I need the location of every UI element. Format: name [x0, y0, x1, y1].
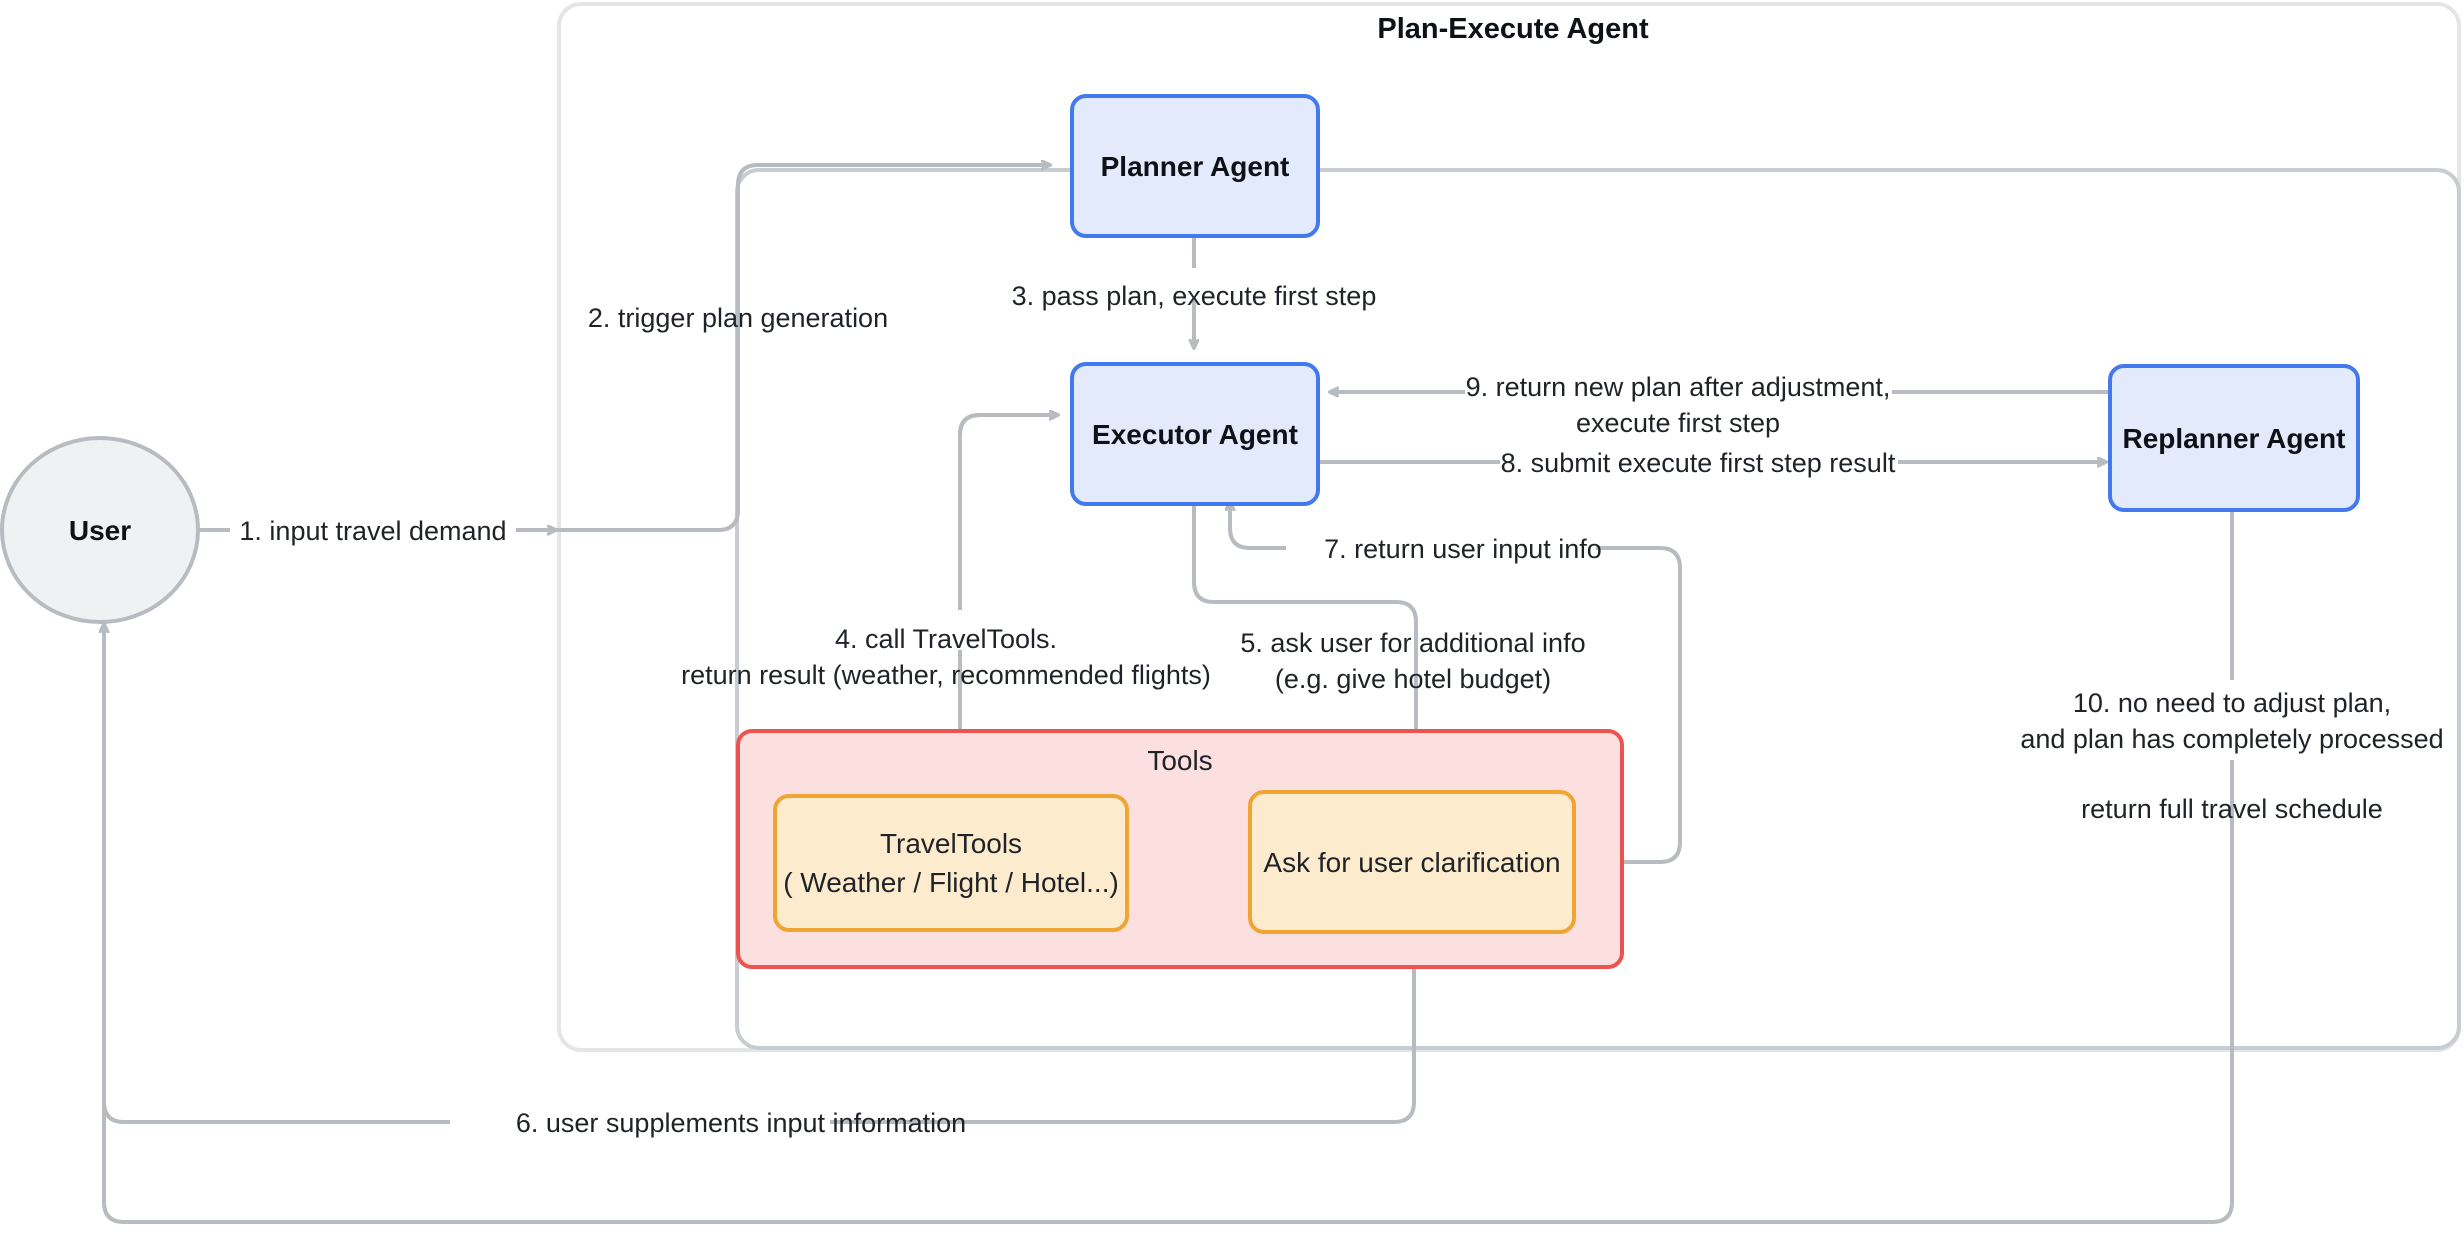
node-travel-tools-label-1: TravelTools: [880, 828, 1022, 859]
edge-8-label: 8. submit execute first step result: [1501, 448, 1896, 478]
node-travel-tools-label-2: ( Weather / Flight / Hotel...): [783, 867, 1119, 898]
node-ask-clarification[interactable]: [1248, 790, 1576, 934]
edge-10-line: [104, 512, 2234, 1224]
node-replanner-agent-label: Replanner Agent: [2123, 423, 2346, 454]
node-planner-agent-label: Planner Agent: [1101, 151, 1290, 182]
plan-execute-title: Plan-Execute Agent: [1377, 13, 1649, 45]
node-user[interactable]: [0, 436, 200, 624]
node-travel-tools[interactable]: [773, 794, 1129, 932]
node-planner-agent[interactable]: [1070, 94, 1320, 238]
edge-10-label-1: 10. no need to adjust plan,: [2073, 688, 2391, 718]
edge-1-label: 1. input travel demand: [239, 516, 506, 546]
edge-10-label-3: return full travel schedule: [2081, 794, 2383, 824]
edge-9-label-2: execute first step: [1576, 408, 1780, 438]
node-executor-agent-label: Executor Agent: [1092, 419, 1298, 450]
edge-4-line: [960, 415, 1058, 775]
edge-5-label-1: 5. ask user for additional info: [1240, 628, 1585, 658]
plan-execute-container: [735, 168, 2461, 1050]
edge-10-label-2: and plan has completely processed: [2020, 724, 2443, 754]
node-replanner-agent[interactable]: [2108, 364, 2360, 512]
node-ask-clarification-label: Ask for user clarification: [1263, 847, 1560, 878]
edge-2-label: 2. trigger plan generation: [588, 303, 888, 333]
edge-2-line: [556, 165, 1050, 532]
edge-9-label-1: 9. return new plan after adjustment,: [1466, 372, 1891, 402]
tools-group-label: Tools: [1147, 745, 1212, 776]
edge-5-label-2: (e.g. give hotel budget): [1275, 664, 1551, 694]
edge-4-label-1: 4. call TravelTools.: [835, 624, 1057, 654]
edge-6-label: 6. user supplements input information: [516, 1108, 966, 1138]
edge-3-label: 3. pass plan, execute first step: [1012, 281, 1377, 311]
edge-7-label: 7. return user input info: [1324, 534, 1602, 564]
node-executor-agent[interactable]: [1070, 362, 1320, 506]
node-user-label: User: [69, 515, 131, 546]
edge-4-label-2: return result (weather, recommended flig…: [681, 660, 1211, 690]
